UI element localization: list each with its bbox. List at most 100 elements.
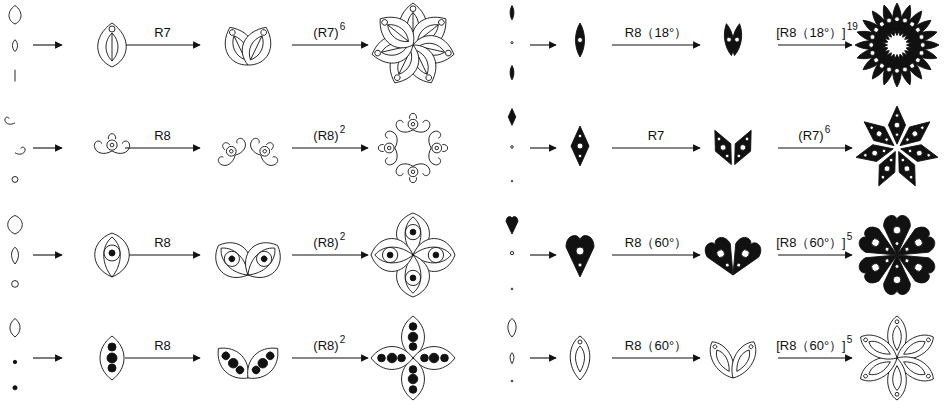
ornament-stroke [510,251,513,254]
ornament-stroke [870,262,880,272]
component-motif [511,180,513,182]
component-motif [510,353,514,364]
motif-unit [396,113,430,132]
ornament-stroke [387,353,397,363]
ornament-stroke [12,281,19,288]
ornament-stroke [220,350,231,361]
ornament-stroke [909,63,916,70]
component-motif [508,319,516,337]
ornament-stroke [428,247,443,262]
ornament-stroke [511,380,513,382]
ornament-stroke [909,175,914,180]
motif-unit [888,106,905,144]
exponent: 6 [825,124,831,135]
ornament-stroke [903,165,911,173]
step-arrow [292,44,368,45]
ornament-stroke [409,366,417,374]
exponent: 5 [847,231,853,242]
operation-label: (R8) [313,129,338,143]
ornament-stroke [371,239,413,272]
operation-label: (R7) [798,129,823,143]
ornament-stroke [387,146,391,150]
assembled-unit [100,336,124,380]
component-motif [5,117,15,124]
component-motif [10,319,20,337]
ornament-stroke [879,21,886,28]
ornament-stroke [5,117,15,124]
motif-unit [98,23,127,67]
ornament-stroke [920,43,925,48]
motif-unit [511,146,514,149]
motif-unit [884,255,911,295]
motif-unit [378,131,397,165]
ornament-stroke [895,320,899,324]
final-pattern [378,113,447,182]
ornament-stroke [726,37,731,42]
ornament-stroke [393,74,401,82]
ornament-stroke [95,233,130,277]
ornament-stroke [13,360,16,363]
motif-unit [15,147,25,154]
ornament-stroke [875,130,883,138]
ornament-stroke [409,323,417,331]
motif-unit [856,224,904,267]
ornament-stroke [387,252,393,258]
ornament-stroke [405,224,420,239]
ornament-stroke [384,143,394,153]
ornament-stroke [508,109,516,126]
ornament-stroke [510,66,514,80]
motif-unit [10,319,20,337]
ornament-stroke [13,386,17,390]
ornament-stroke [863,153,867,157]
ornament-stroke [8,216,22,234]
ornament-stroke [511,180,513,182]
motif-unit [15,70,16,82]
ornament-stroke [881,175,886,180]
ornament-stroke [576,247,584,255]
step-arrow [292,357,368,358]
ornament-stroke [266,141,275,150]
motif-unit [396,164,430,183]
motif-unit [12,177,18,183]
operation-label: R8 [154,339,171,353]
assembled-unit [98,23,127,67]
final-pattern [371,213,455,297]
operation-label: R7 [154,26,171,40]
operation-label: (R8) [313,236,338,250]
ornament-stroke [719,144,727,152]
motif-unit [880,4,898,38]
motif-unit [94,134,129,154]
ornament-stroke [12,40,17,52]
ornament-stroke [893,366,902,391]
ornament-stroke [902,17,908,23]
motif-unit [371,239,413,272]
ornament-stroke [382,247,397,262]
ornament-stroke [736,263,741,268]
ornament-stroke [893,326,902,351]
operation-label: R8 [154,236,171,250]
ornament-stroke [410,275,416,281]
ornament-stroke [733,348,753,374]
motif-unit [511,180,513,182]
motif-unit [510,66,514,80]
ornament-stroke [895,265,899,269]
ornament-stroke [506,217,518,234]
component-motif [506,217,518,234]
ornament-stroke [884,215,911,255]
final-pattern [855,3,939,87]
ornament-stroke [242,243,280,281]
ornament-stroke [508,319,516,337]
ornament-stroke [915,27,922,34]
ornament-stroke [916,150,923,157]
component-motif [12,247,19,264]
ornament-stroke [98,23,127,67]
ornament-stroke [895,68,900,73]
ornament-stroke [571,126,589,166]
ornament-stroke [578,38,583,43]
ornament-stroke [566,236,594,277]
ornament-stroke [893,276,901,284]
component-motif [511,42,513,44]
component-motif [12,281,19,288]
motif-unit [236,234,289,287]
